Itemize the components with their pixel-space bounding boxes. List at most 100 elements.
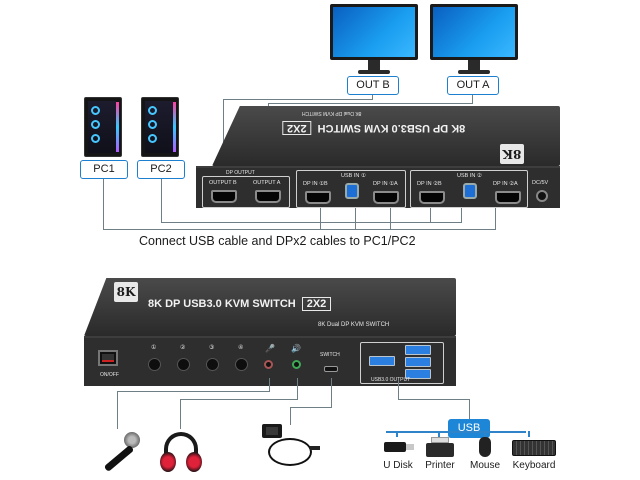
wire-mic-h: [117, 391, 270, 392]
port-button-2[interactable]: [177, 358, 190, 371]
printer-icon: [426, 437, 454, 459]
wire-usb-h: [398, 399, 470, 400]
usb-output-port-1[interactable]: [369, 356, 395, 366]
wire-pc2-h: [161, 222, 461, 223]
usb-output-panel: USB3.0 OUTPUT: [360, 342, 444, 384]
dp-in-2a-label: DP IN ②A: [493, 181, 518, 187]
front-logo-8k: 8K: [114, 282, 138, 302]
wire-switch-v: [331, 378, 332, 408]
port-button-1[interactable]: [148, 358, 161, 371]
usb-in-1-port: [345, 183, 359, 199]
button-1-icon: ①: [151, 345, 157, 351]
input-panel-2: USB IN ② DP IN ②B DP IN ②A: [410, 170, 528, 208]
on-off-label: ON/OFF: [100, 372, 119, 378]
wire-switch-h: [290, 407, 332, 408]
rear-logo-8k: 8K: [500, 144, 524, 164]
wire-usb-v: [398, 380, 399, 400]
rear-device-top: 8K DP USB3.0 KVM SWITCH2X2 8K Dual DP KV…: [212, 106, 560, 166]
peripheral-label-keyboard: Keyboard: [512, 460, 556, 471]
peripheral-label-mouse: Mouse: [469, 460, 500, 471]
button-4-icon: ④: [238, 345, 244, 351]
usb-in-2-label: USB IN ②: [457, 173, 482, 179]
rear-device-face: DP OUTPUT OUTPUT B OUTPUT A USB IN ① DP …: [196, 166, 560, 208]
mic-icon: 🎤: [265, 344, 275, 353]
wire-switch-down: [290, 407, 291, 425]
pc1-tower: [84, 97, 122, 157]
usb-bus-drop-4: [528, 431, 530, 437]
front-device-top: 8K 8K DP USB3.0 KVM SWITCH 2X2 8K Dual DP…: [84, 278, 456, 336]
switch-label: SWITCH: [320, 352, 340, 358]
monitor-stand: [368, 60, 380, 70]
monitor-screen: [430, 4, 518, 60]
usb-disk-icon: [384, 440, 414, 454]
fan-icon: [91, 120, 100, 129]
wire-out-a: [472, 95, 473, 104]
usb-output-port-3[interactable]: [405, 357, 431, 367]
output-panel: OUTPUT B OUTPUT A: [202, 176, 290, 208]
front-device-title: 8K DP USB3.0 KVM SWITCH 2X2: [148, 297, 332, 311]
rgb-strip: [116, 102, 119, 152]
front-title-text: 8K DP USB3.0 KVM SWITCH: [148, 298, 296, 310]
power-rocker: [102, 354, 114, 362]
fan-icon: [91, 134, 100, 143]
speaker-icon: 🔊: [291, 344, 301, 353]
out-b-label: OUT B: [347, 76, 399, 95]
usb-output-label: USB3.0 OUTPUT: [371, 377, 411, 383]
wire-out-b: [372, 95, 373, 100]
power-label: DC/5V: [532, 180, 549, 186]
usb-output-port-2[interactable]: [405, 345, 431, 355]
front-badge: 2X2: [301, 297, 332, 311]
power-jack: [536, 190, 548, 202]
wire-out-b-v: [223, 99, 224, 179]
dp-output-group-label: DP OUTPUT: [226, 170, 255, 176]
port-button-4[interactable]: [235, 358, 248, 371]
pc2-tower: [141, 97, 179, 157]
mouse-icon: [479, 437, 491, 457]
monitor-screen: [330, 4, 418, 60]
pc1-label: PC1: [80, 160, 128, 179]
power-switch[interactable]: [98, 350, 118, 366]
switch-port[interactable]: [324, 366, 338, 372]
keyboard-icon: [512, 440, 556, 456]
wire-hp-h: [180, 399, 298, 400]
rgb-strip: [173, 102, 176, 152]
usb-in-2-port: [463, 183, 477, 199]
output-b-port: [211, 190, 237, 203]
button-3-icon: ③: [209, 345, 215, 351]
peripheral-label-udisk: U Disk: [383, 460, 413, 471]
wire-in2a-v: [495, 208, 496, 230]
wire-hp-down: [180, 399, 181, 429]
dp-in-2a-port: [495, 191, 521, 204]
rear-badge: 2X2: [282, 121, 312, 135]
mic-jack[interactable]: [264, 360, 273, 369]
headphone-jack[interactable]: [292, 360, 301, 369]
front-device-face: ON/OFF ① ② ③ ④ 🎤 🔊 SWITCH USB3.0 OUTPUT: [84, 336, 456, 386]
wire-usb-down: [469, 399, 470, 419]
rear-device-title: 8K DP USB3.0 KVM SWITCH2X2: [282, 121, 465, 135]
fan-icon: [91, 106, 100, 115]
button-2-icon: ②: [180, 345, 186, 351]
input-panel-1: USB IN ① DP IN ①B DP IN ①A: [296, 170, 406, 208]
pc2-label: PC2: [137, 160, 185, 179]
instruction-caption: Connect USB cable and DPx2 cables to PC1…: [139, 234, 416, 248]
monitor-base: [458, 70, 490, 74]
out-a-label: OUT A: [447, 76, 499, 95]
front-subtitle: 8K Dual DP KVM SWITCH: [318, 322, 390, 328]
dp-in-1a-label: DP IN ①A: [373, 181, 398, 187]
port-button-3[interactable]: [206, 358, 219, 371]
wire-pc2-v: [161, 179, 162, 222]
monitor-stand: [468, 60, 480, 70]
output-b-label: OUTPUT B: [209, 180, 237, 186]
dp-in-1b-port: [305, 191, 331, 204]
wire-pc1-v: [103, 179, 104, 229]
remote-switch-cable-icon: [258, 424, 324, 476]
wire-out-a-h: [268, 103, 473, 104]
usb-output-port-4[interactable]: [405, 369, 431, 379]
fan-icon: [148, 134, 157, 143]
wire-in1b-v: [355, 208, 356, 230]
monitor-base: [358, 70, 390, 74]
fan-icon: [148, 106, 157, 115]
wire-mic-down: [117, 391, 118, 429]
headphones-icon: [158, 430, 204, 474]
monitor-out-b: [330, 4, 418, 76]
